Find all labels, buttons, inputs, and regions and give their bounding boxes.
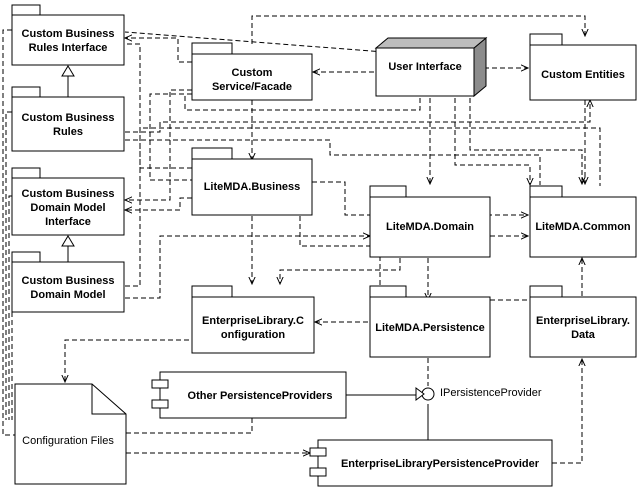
package-custom-business-domain-model[interactable]: Custom Business Domain Model [11, 251, 125, 313]
package-label: Rules [53, 126, 83, 138]
package-label: onfiguration [221, 329, 285, 341]
package-label: LiteMDA.Common [535, 221, 631, 233]
package-label: LiteMDA.Business [204, 181, 301, 193]
package-custom-business-rules-interface[interactable]: Custom Business Rules Interface [11, 4, 125, 66]
dep-business-to-persistence [299, 216, 381, 290]
document-label: Configuration Files [22, 435, 114, 447]
dep-facade-to-domain-interface [125, 89, 192, 200]
dep-facade-business-loop [149, 93, 192, 181]
package-litemda-domain[interactable]: LiteMDA.Domain [369, 185, 491, 258]
dep-business-to-domain-interface [125, 197, 192, 210]
interface-label: IPersistenceProvider [440, 387, 542, 399]
package-label: Interface [45, 216, 91, 228]
package-label: Service/Facade [212, 81, 292, 93]
dep-domain-interface-to-config [8, 195, 12, 420]
document-configuration-files[interactable]: Configuration Files [14, 383, 127, 485]
package-custom-business-domain-model-interface[interactable]: Custom Business Domain Model Interface [11, 167, 125, 236]
package-label: Custom Business [22, 112, 115, 124]
dep-ui-down-a [184, 96, 421, 111]
dep-ui-to-common-b [469, 98, 582, 184]
package-label: Custom Entities [541, 69, 625, 81]
interface-ipersistence-provider[interactable]: IPersistenceProvider [415, 387, 542, 401]
dep-business-to-common [312, 181, 528, 215]
node-user-interface[interactable]: User Interface [374, 36, 488, 98]
package-label: Rules Interface [29, 42, 108, 54]
dep-domain-model-to-domain [125, 236, 370, 299]
package-custom-business-rules[interactable]: Custom Business Rules [11, 86, 125, 152]
package-label: EnterpriseLibrary. [536, 315, 630, 327]
package-litemda-business[interactable]: LiteMDA.Business [191, 147, 313, 216]
package-litemda-persistence[interactable]: LiteMDA.Persistence [369, 285, 491, 358]
package-label: Custom [232, 67, 273, 79]
dep-rules-interface-to-config [2, 29, 15, 436]
dep-rules-to-entities [125, 100, 590, 133]
package-label: Custom Business [22, 188, 115, 200]
generalization-rules-arrow [61, 65, 75, 77]
component-other-persistence-providers[interactable]: Other PersistenceProviders [151, 371, 347, 419]
dep-ui-to-common [454, 98, 530, 185]
dep-domain-to-config [280, 258, 401, 284]
component-label: EnterpriseLibraryPersistenceProvider [341, 458, 540, 470]
package-label: Domain Model [30, 289, 105, 301]
dep-facade-to-rules-interface [125, 38, 192, 63]
package-label: Custom Business [22, 28, 115, 40]
package-label: LiteMDA.Persistence [375, 322, 484, 334]
package-label: EnterpriseLibrary.C [202, 315, 304, 327]
dep-rules-to-config [5, 111, 12, 420]
package-label: Data [571, 329, 596, 341]
dep-ent-provider-to-data [552, 359, 582, 464]
component-enterprise-library-persistence-provider[interactable]: EnterpriseLibraryPersistenceProvider [309, 439, 553, 487]
package-label: LiteMDA.Domain [386, 221, 474, 233]
component-label: Other PersistenceProviders [188, 390, 333, 402]
generalizations [61, 65, 75, 262]
package-label: Custom Business [22, 275, 115, 287]
node-label: User Interface [388, 61, 461, 73]
package-enterprise-library-data[interactable]: EnterpriseLibrary. Data [529, 285, 637, 358]
dependency-lines [2, 15, 601, 464]
package-custom-service-facade[interactable]: Custom Service/Facade [191, 42, 313, 101]
dep-files-to-config-lib [126, 410, 252, 434]
package-enterprise-library-configuration[interactable]: EnterpriseLibrary.C onfiguration [191, 285, 315, 354]
package-litemda-common[interactable]: LiteMDA.Common [529, 185, 637, 258]
dep-domain-model-to-common [125, 127, 601, 287]
package-label: Domain Model [30, 202, 105, 214]
dep-facade-to-entities [251, 15, 585, 44]
dep-ui-to-rules-interface-a [124, 31, 385, 53]
dep-business-to-rules-interface [125, 43, 192, 169]
package-custom-entities[interactable]: Custom Entities [529, 33, 637, 101]
dep-rules-to-common [125, 139, 541, 185]
generalization-domain-arrow [61, 235, 75, 247]
